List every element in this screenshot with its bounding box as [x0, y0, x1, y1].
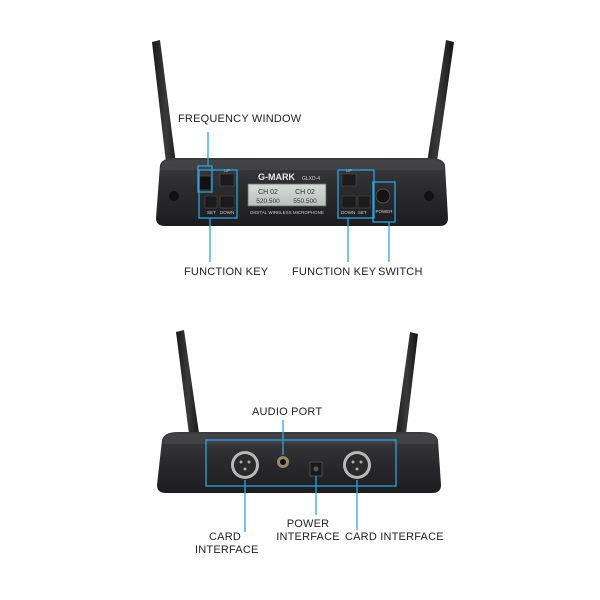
left-function-keys	[204, 173, 235, 209]
frequency-lcd	[247, 183, 327, 207]
lcd-freq-right: 550.500	[293, 198, 317, 205]
audio-port-icon	[277, 456, 289, 468]
back-body	[157, 432, 441, 493]
subtitle-text: DIGITAL WIRELESS MICROPHONE	[250, 210, 324, 215]
audio-port-label: AUDIO PORT	[252, 406, 323, 418]
frequency-window-label: FREQUENCY WINDOW	[178, 113, 302, 125]
power-interface-line1: POWER	[286, 518, 330, 530]
function-key-right-label: FUNCTION KEY	[292, 266, 377, 278]
back-callouts	[205, 420, 397, 532]
power-interface-line2: INTERFACE	[276, 531, 340, 543]
left-xlr-connector-icon	[231, 451, 259, 479]
power-jack-icon	[309, 461, 323, 477]
ir-window	[198, 175, 212, 191]
card-interface-right-label: CARD INTERFACE	[345, 531, 444, 543]
right-set-text: SET	[358, 210, 367, 215]
lcd-freq-left: 520.500	[256, 198, 280, 205]
back-right-antenna	[395, 332, 418, 442]
right-down-text: DOWN	[341, 210, 355, 215]
switch-label: SWITCH	[378, 266, 423, 278]
power-text: POWER	[375, 209, 393, 214]
brand-text: G-MARK	[258, 172, 295, 182]
back-left-antenna	[176, 330, 200, 442]
power-interface-label: POWER INTERFACE	[276, 518, 340, 544]
back-unit	[157, 330, 441, 493]
left-down-text: DOWN	[220, 210, 234, 215]
card-interface-left-line1: CARD	[209, 531, 241, 543]
left-set-text: SET	[207, 210, 216, 215]
function-key-left-label: FUNCTION KEY	[184, 266, 269, 278]
front-unit: UP SET DOWN G-MARK GLXD-4 CH 02 CH 02 52…	[152, 40, 454, 226]
right-xlr-connector-icon	[343, 451, 371, 479]
lcd-ch-left: CH 02	[258, 189, 278, 196]
lcd-ch-right: CH 02	[295, 189, 315, 196]
card-interface-left-line2: INTERFACE	[195, 544, 259, 556]
model-text: GLXD-4	[302, 176, 320, 182]
right-function-keys	[341, 173, 371, 209]
power-button-icon	[375, 188, 391, 204]
card-interface-left-label: CARD INTERFACE	[195, 531, 259, 557]
front-callouts	[197, 132, 396, 262]
